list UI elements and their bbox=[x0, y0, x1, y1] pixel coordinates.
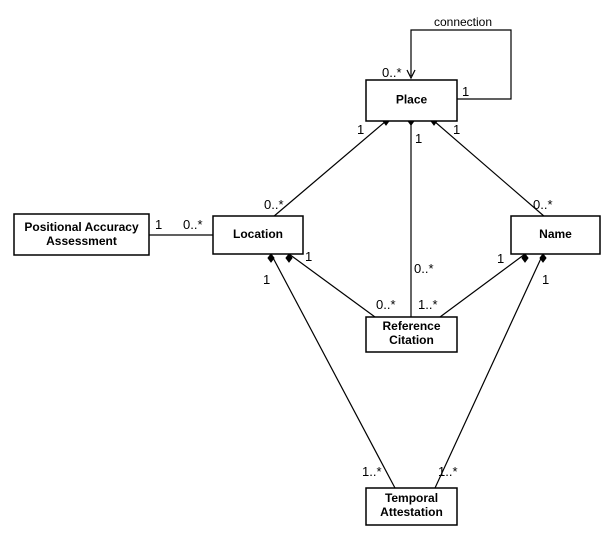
place-citation-place-multiplicity: 1 bbox=[415, 131, 422, 146]
location-temporal-association-line bbox=[270, 253, 396, 489]
name-temporal-association-line bbox=[434, 253, 544, 489]
location-citation-citation-multiplicity: 0..* bbox=[376, 297, 396, 312]
composition-diamond-name-temporal bbox=[539, 253, 547, 263]
temporal-attestation-box[interactable]: Temporal Attestation bbox=[365, 487, 458, 526]
name-citation-name-multiplicity: 1 bbox=[497, 251, 504, 266]
place-name-name-multiplicity: 0..* bbox=[533, 197, 553, 212]
positional-accuracy-label-line2: Assessment bbox=[46, 234, 117, 248]
connection-source-multiplicity: 1 bbox=[462, 84, 469, 99]
positional-accuracy-assessment-box[interactable]: Positional Accuracy Assessment bbox=[13, 213, 150, 256]
name-citation-association-line bbox=[439, 253, 526, 318]
location-label: Location bbox=[233, 227, 283, 241]
name-temporal-name-multiplicity: 1 bbox=[542, 272, 549, 287]
connection-arrowhead bbox=[406, 69, 416, 80]
place-label: Place bbox=[396, 93, 428, 107]
place-location-location-multiplicity: 0..* bbox=[264, 197, 284, 212]
place-name-place-multiplicity: 1 bbox=[453, 122, 460, 137]
positional-accuracy-label-line1: Positional Accuracy bbox=[24, 220, 139, 234]
accuracy-location-location-multiplicity: 0..* bbox=[183, 217, 203, 232]
name-box[interactable]: Name bbox=[510, 215, 601, 255]
place-location-place-multiplicity: 1 bbox=[357, 122, 364, 137]
accuracy-location-accuracy-multiplicity: 1 bbox=[155, 217, 162, 232]
place-name-association-line bbox=[433, 120, 546, 218]
composition-diamond-location-citation bbox=[285, 253, 293, 263]
name-label: Name bbox=[539, 227, 572, 241]
location-box[interactable]: Location bbox=[212, 215, 304, 255]
reference-citation-label-line1: Reference bbox=[382, 319, 440, 333]
location-citation-association-line bbox=[288, 253, 376, 318]
connection-target-multiplicity: 0..* bbox=[382, 65, 402, 80]
place-citation-citation-multiplicity: 0..* bbox=[414, 261, 434, 276]
reference-citation-label-line2: Citation bbox=[389, 333, 434, 347]
composition-diamond-name-citation bbox=[521, 253, 529, 263]
location-temporal-location-multiplicity: 1 bbox=[263, 272, 270, 287]
composition-diamond-location-temporal bbox=[267, 253, 275, 263]
location-citation-location-multiplicity: 1 bbox=[305, 249, 312, 264]
reference-citation-box[interactable]: Reference Citation bbox=[365, 316, 458, 353]
connection-label: connection bbox=[434, 15, 492, 29]
place-location-association-line bbox=[272, 120, 387, 218]
name-citation-citation-multiplicity: 1..* bbox=[418, 297, 438, 312]
temporal-attestation-label-line2: Attestation bbox=[380, 505, 443, 519]
location-temporal-temporal-multiplicity: 1..* bbox=[362, 464, 382, 479]
temporal-attestation-label-line1: Temporal bbox=[385, 491, 438, 505]
connection-association-line bbox=[410, 29, 512, 100]
place-box[interactable]: Place bbox=[365, 79, 458, 122]
name-temporal-temporal-multiplicity: 1..* bbox=[438, 464, 458, 479]
